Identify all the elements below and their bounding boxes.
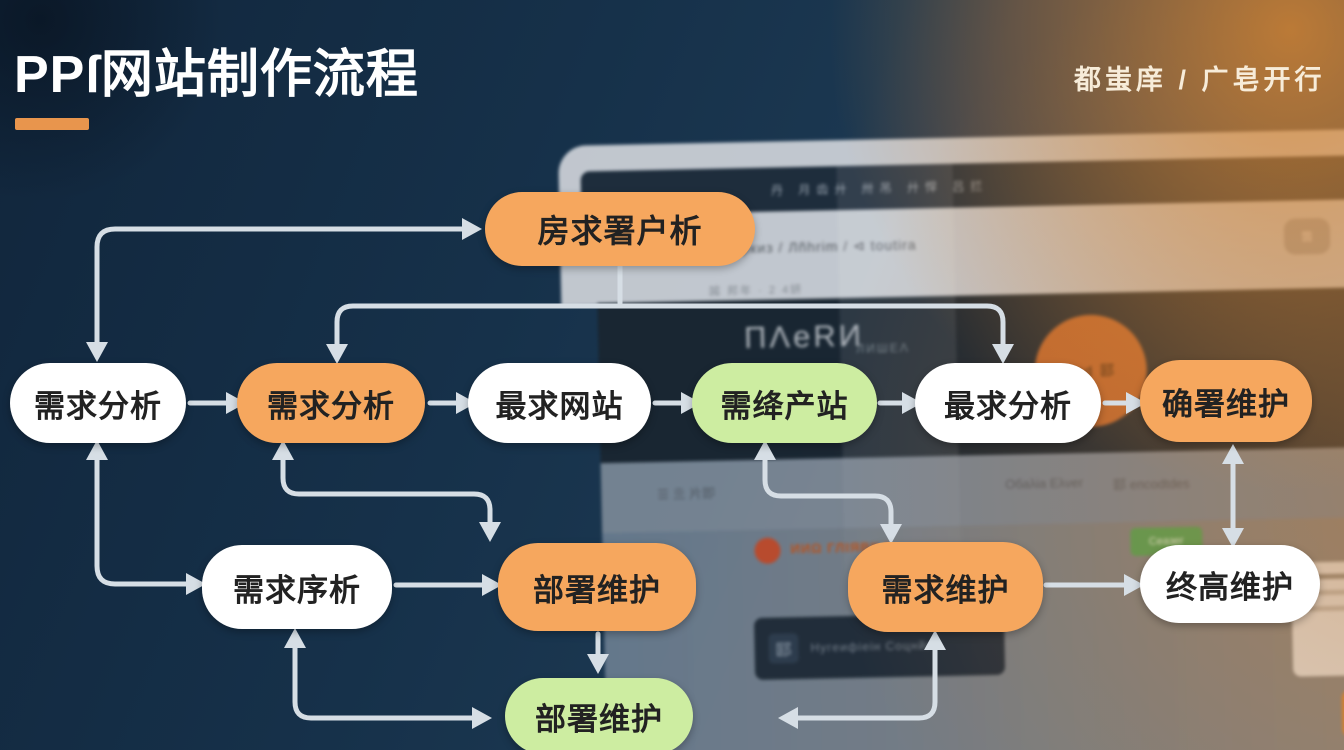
arrow-row2-4 bbox=[877, 392, 922, 414]
arrow-deploy-down bbox=[587, 631, 609, 674]
arrow-row2-2 bbox=[427, 392, 476, 414]
page-title: PPſ网站制作流程 bbox=[14, 46, 419, 104]
flow-node-r3n2: 部署维护 bbox=[498, 543, 696, 631]
flow-node-r3n1: 需求序析 bbox=[202, 545, 392, 629]
arrow-row2-5 bbox=[1102, 392, 1146, 414]
flow-node-r3n3: 需求维护 bbox=[848, 542, 1043, 632]
arrow-row2-1 bbox=[187, 392, 246, 414]
arrow-node1-to-row3 bbox=[86, 440, 206, 595]
flow-node-top: 房求署户析 bbox=[485, 192, 755, 266]
arrow-top-split bbox=[326, 259, 1014, 364]
flow-node-r2n4: 需绛产站 bbox=[692, 363, 877, 443]
arrow-s-right bbox=[754, 440, 902, 544]
flow-node-r2n2: 需求分析 bbox=[237, 363, 425, 443]
arrow-row3-1 bbox=[393, 574, 502, 596]
arrow-s-left bbox=[272, 440, 501, 542]
header-subtitle: 都蚩庠 / 广皂开行 bbox=[1074, 65, 1326, 95]
arrow-bottom-left bbox=[284, 628, 492, 729]
flow-node-r2n3: 最求网站 bbox=[468, 363, 651, 443]
arrow-bottom-right bbox=[778, 630, 946, 729]
arrow-node1-to-top bbox=[86, 218, 482, 362]
flow-node-bottom: 部署维护 bbox=[505, 678, 693, 750]
title-underline bbox=[15, 118, 89, 130]
arrow-row2-3 bbox=[652, 392, 701, 414]
flow-node-r2n5: 最求分析 bbox=[915, 363, 1101, 443]
arrow-vertical-right bbox=[1222, 444, 1244, 548]
arrow-row3-2 bbox=[1043, 574, 1144, 596]
flow-node-r2n1: 需求分析 bbox=[10, 363, 186, 443]
flow-node-r2n6: 确署维护 bbox=[1140, 360, 1312, 442]
flow-node-r3n4: 终高维护 bbox=[1140, 545, 1320, 623]
